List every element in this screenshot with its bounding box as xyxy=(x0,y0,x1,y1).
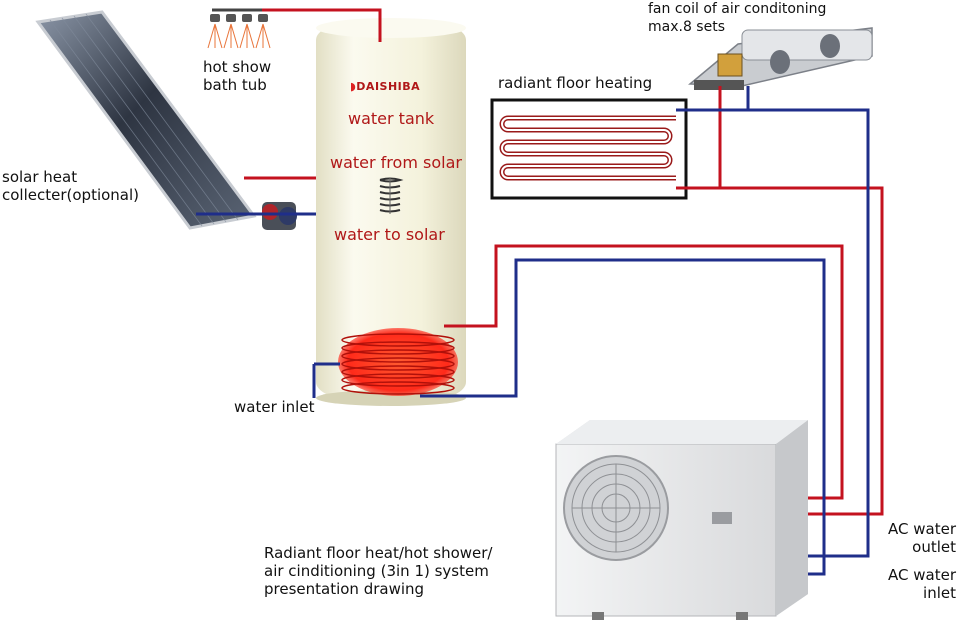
fan-coil-label: fan coil of air conditoning max.8 sets xyxy=(648,0,826,36)
tank-heating-coil xyxy=(338,328,458,396)
floor-heating-panel xyxy=(490,98,688,200)
circulation-pump xyxy=(262,202,297,230)
fan-coil-label-line2: max.8 sets xyxy=(648,19,725,35)
solar-label-line2: collecter(optional) xyxy=(2,186,140,204)
brand-text: DAISHIBA xyxy=(356,80,421,93)
caption: Radiant floor heat/hot shower/ air cindi… xyxy=(264,544,492,598)
ac-inlet-line1: AC water xyxy=(888,566,956,584)
water-tank-label: water tank xyxy=(348,109,435,128)
solar-panel xyxy=(35,10,257,230)
ac-inlet-line2: inlet xyxy=(923,584,956,602)
ac-outdoor-unit xyxy=(555,420,808,620)
solar-coil xyxy=(379,177,404,214)
cold-water-pipes xyxy=(196,86,870,576)
solar-label-line1: solar heat xyxy=(2,168,78,186)
brand-logo: ◗DAISHIBA xyxy=(350,78,420,96)
fan-coil-unit xyxy=(688,27,873,90)
floor-heating-label: radiant floor heating xyxy=(498,74,653,92)
shower-label-line2: bath tub xyxy=(203,76,267,94)
shower-label-line1: hot show xyxy=(203,58,272,76)
shower-label: hot show bath tub xyxy=(203,58,271,94)
caption-line2: air cinditioning (3in 1) system xyxy=(264,562,489,580)
ac-outlet-line2: outlet xyxy=(912,538,956,556)
water-inlet-label: water inlet xyxy=(234,398,315,416)
hot-water-pipes xyxy=(244,86,884,516)
ac-water-inlet-label: AC water inlet xyxy=(860,566,956,602)
caption-line1: Radiant floor heat/hot shower/ xyxy=(264,544,493,562)
solar-label: solar heat collecter(optional) xyxy=(2,168,139,204)
brand-mark-icon: ◗ xyxy=(350,80,357,93)
ac-water-outlet-label: AC water outlet xyxy=(860,520,956,556)
water-to-solar-label: water to solar xyxy=(334,225,445,244)
shower-heads xyxy=(207,8,382,49)
ac-outlet-line1: AC water xyxy=(888,520,956,538)
water-from-solar-label: water from solar xyxy=(330,153,462,172)
fan-coil-label-line1: fan coil of air conditoning xyxy=(648,1,827,17)
caption-line3: presentation drawing xyxy=(264,580,425,598)
